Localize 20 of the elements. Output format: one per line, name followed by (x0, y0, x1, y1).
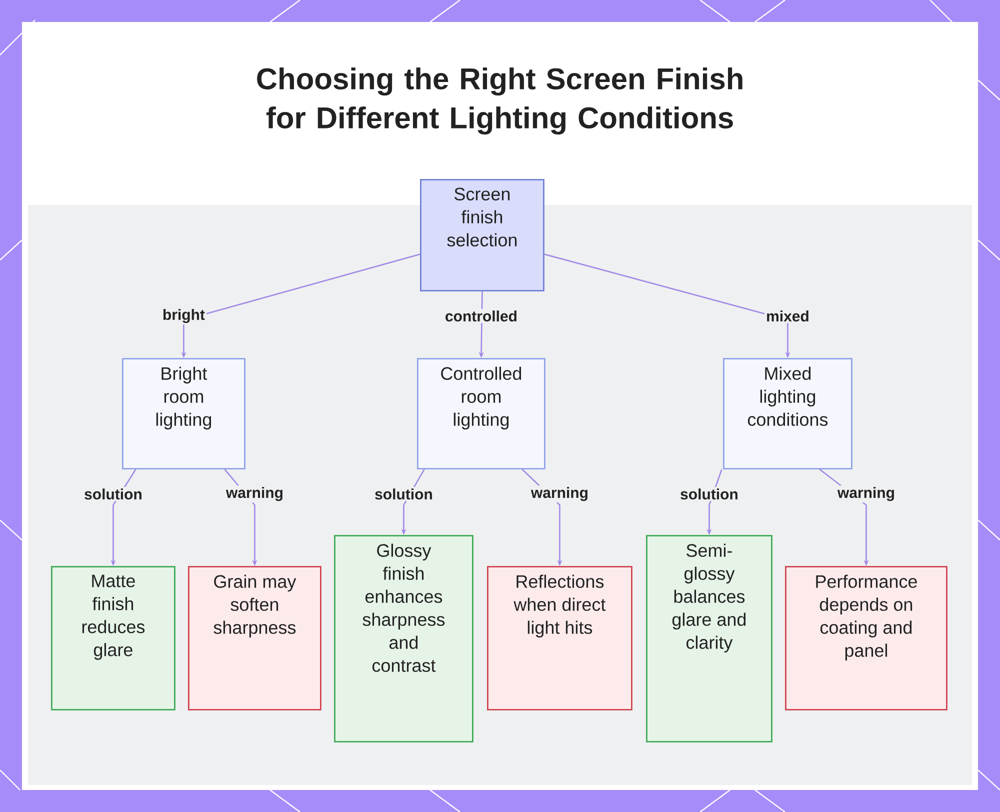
solution-box: Semi-glossy balances glare and clarity (646, 535, 772, 742)
solution-box: Glossy finish enhances sharpness and contrast (334, 535, 474, 742)
edge-label: bright (160, 307, 206, 325)
root-box: Screen finish selection (420, 179, 544, 292)
warning-box: Performance depends on coating and panel (785, 566, 948, 710)
edge-label: mixed (764, 309, 811, 324)
edge-label: solution (82, 487, 144, 502)
warning-box: Reflections when direct light hits (487, 566, 632, 710)
edge-label: warning (836, 485, 896, 503)
title: Choosing the Right Screen Finish for Different Lighting Conditions (257, 67, 742, 135)
condition-box: Bright room lighting (122, 358, 246, 470)
edge-label: warning (529, 485, 590, 503)
edge-label: solution (373, 487, 434, 502)
warning-box: Grain may soften sharpness (188, 566, 322, 710)
solution-box: Matte finish reduces glare (51, 566, 176, 710)
edge-label: solution (678, 487, 740, 502)
condition-box: Controlled room lighting (417, 358, 546, 470)
edge-label: controlled (443, 309, 519, 324)
condition-box: Mixed lighting conditions (723, 358, 852, 470)
edge-label: warning (224, 485, 285, 503)
